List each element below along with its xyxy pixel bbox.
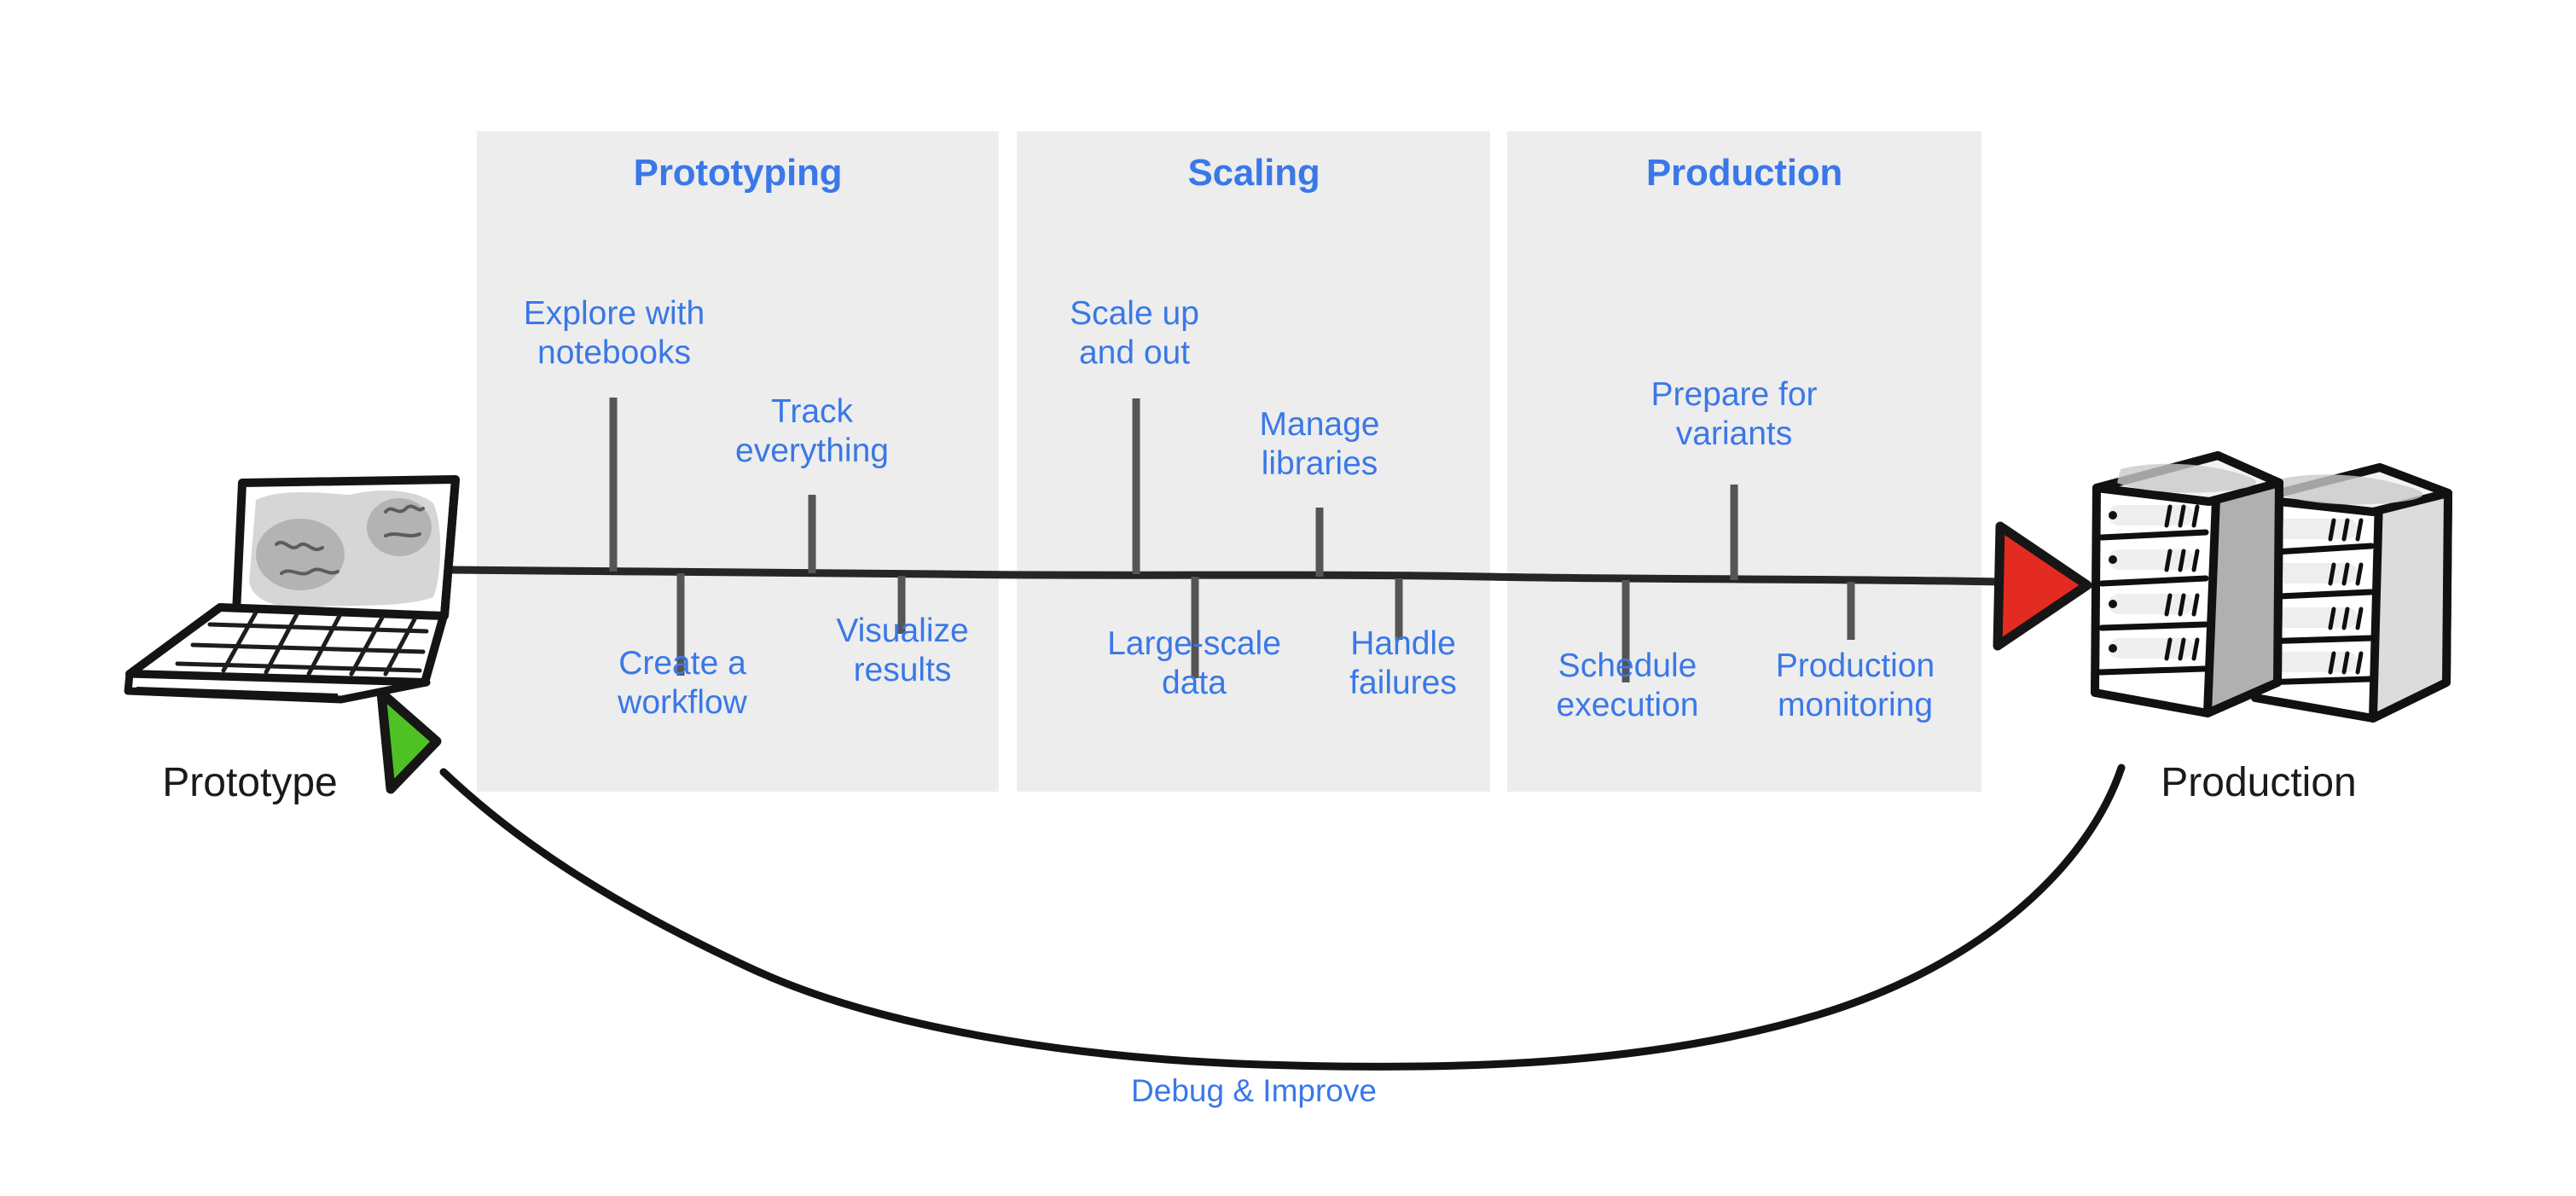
milestone-label-manage-libraries: Manage libraries (1259, 406, 1380, 483)
milestone-label-prepare-for-variants: Prepare for variants (1651, 376, 1818, 453)
milestone-label-production-monitoring: Production monitoring (1775, 647, 1935, 724)
milestone-label-scale-up-and-out: Scale up and out (1070, 295, 1199, 372)
milestone-label-large-scale-data: Large-scale data (1107, 625, 1281, 702)
timeline-axis (445, 566, 2005, 586)
tick-marks-prototyping (609, 398, 906, 676)
milestone-label-visualize-results: Visualize results (836, 613, 969, 689)
laptop-icon (124, 475, 460, 704)
milestone-label-create-a-workflow: Create a workflow (618, 645, 747, 722)
phase-panel-production (1507, 131, 1981, 792)
phase-panel-scaling (1017, 131, 1490, 792)
phase-panel-prototyping (477, 131, 999, 792)
milestone-label-track-everything: Track everything (735, 393, 889, 470)
tick-marks-scaling (1132, 398, 1403, 678)
phase-title-production: Production (1645, 152, 1843, 194)
server-racks-icon (2091, 451, 2452, 723)
milestone-label-explore-with-notebooks: Explore with notebooks (523, 295, 705, 372)
tick-marks-production (1622, 485, 1855, 682)
endpoint-label-prototype: Prototype (162, 760, 338, 805)
milestone-label-handle-failures: Handle failures (1349, 625, 1457, 702)
green-triangle-arrow-icon (376, 688, 442, 794)
red-triangle-arrow-icon (1993, 521, 2092, 651)
phase-title-prototyping: Prototyping (633, 152, 843, 194)
feedback-loop-label: Debug & Improve (1131, 1073, 1377, 1108)
feedback-loop-curve (439, 763, 2126, 1071)
phase-title-scaling: Scaling (1187, 152, 1320, 194)
milestone-label-schedule-execution: Schedule execution (1556, 647, 1699, 724)
endpoint-label-production: Production (2161, 760, 2357, 805)
